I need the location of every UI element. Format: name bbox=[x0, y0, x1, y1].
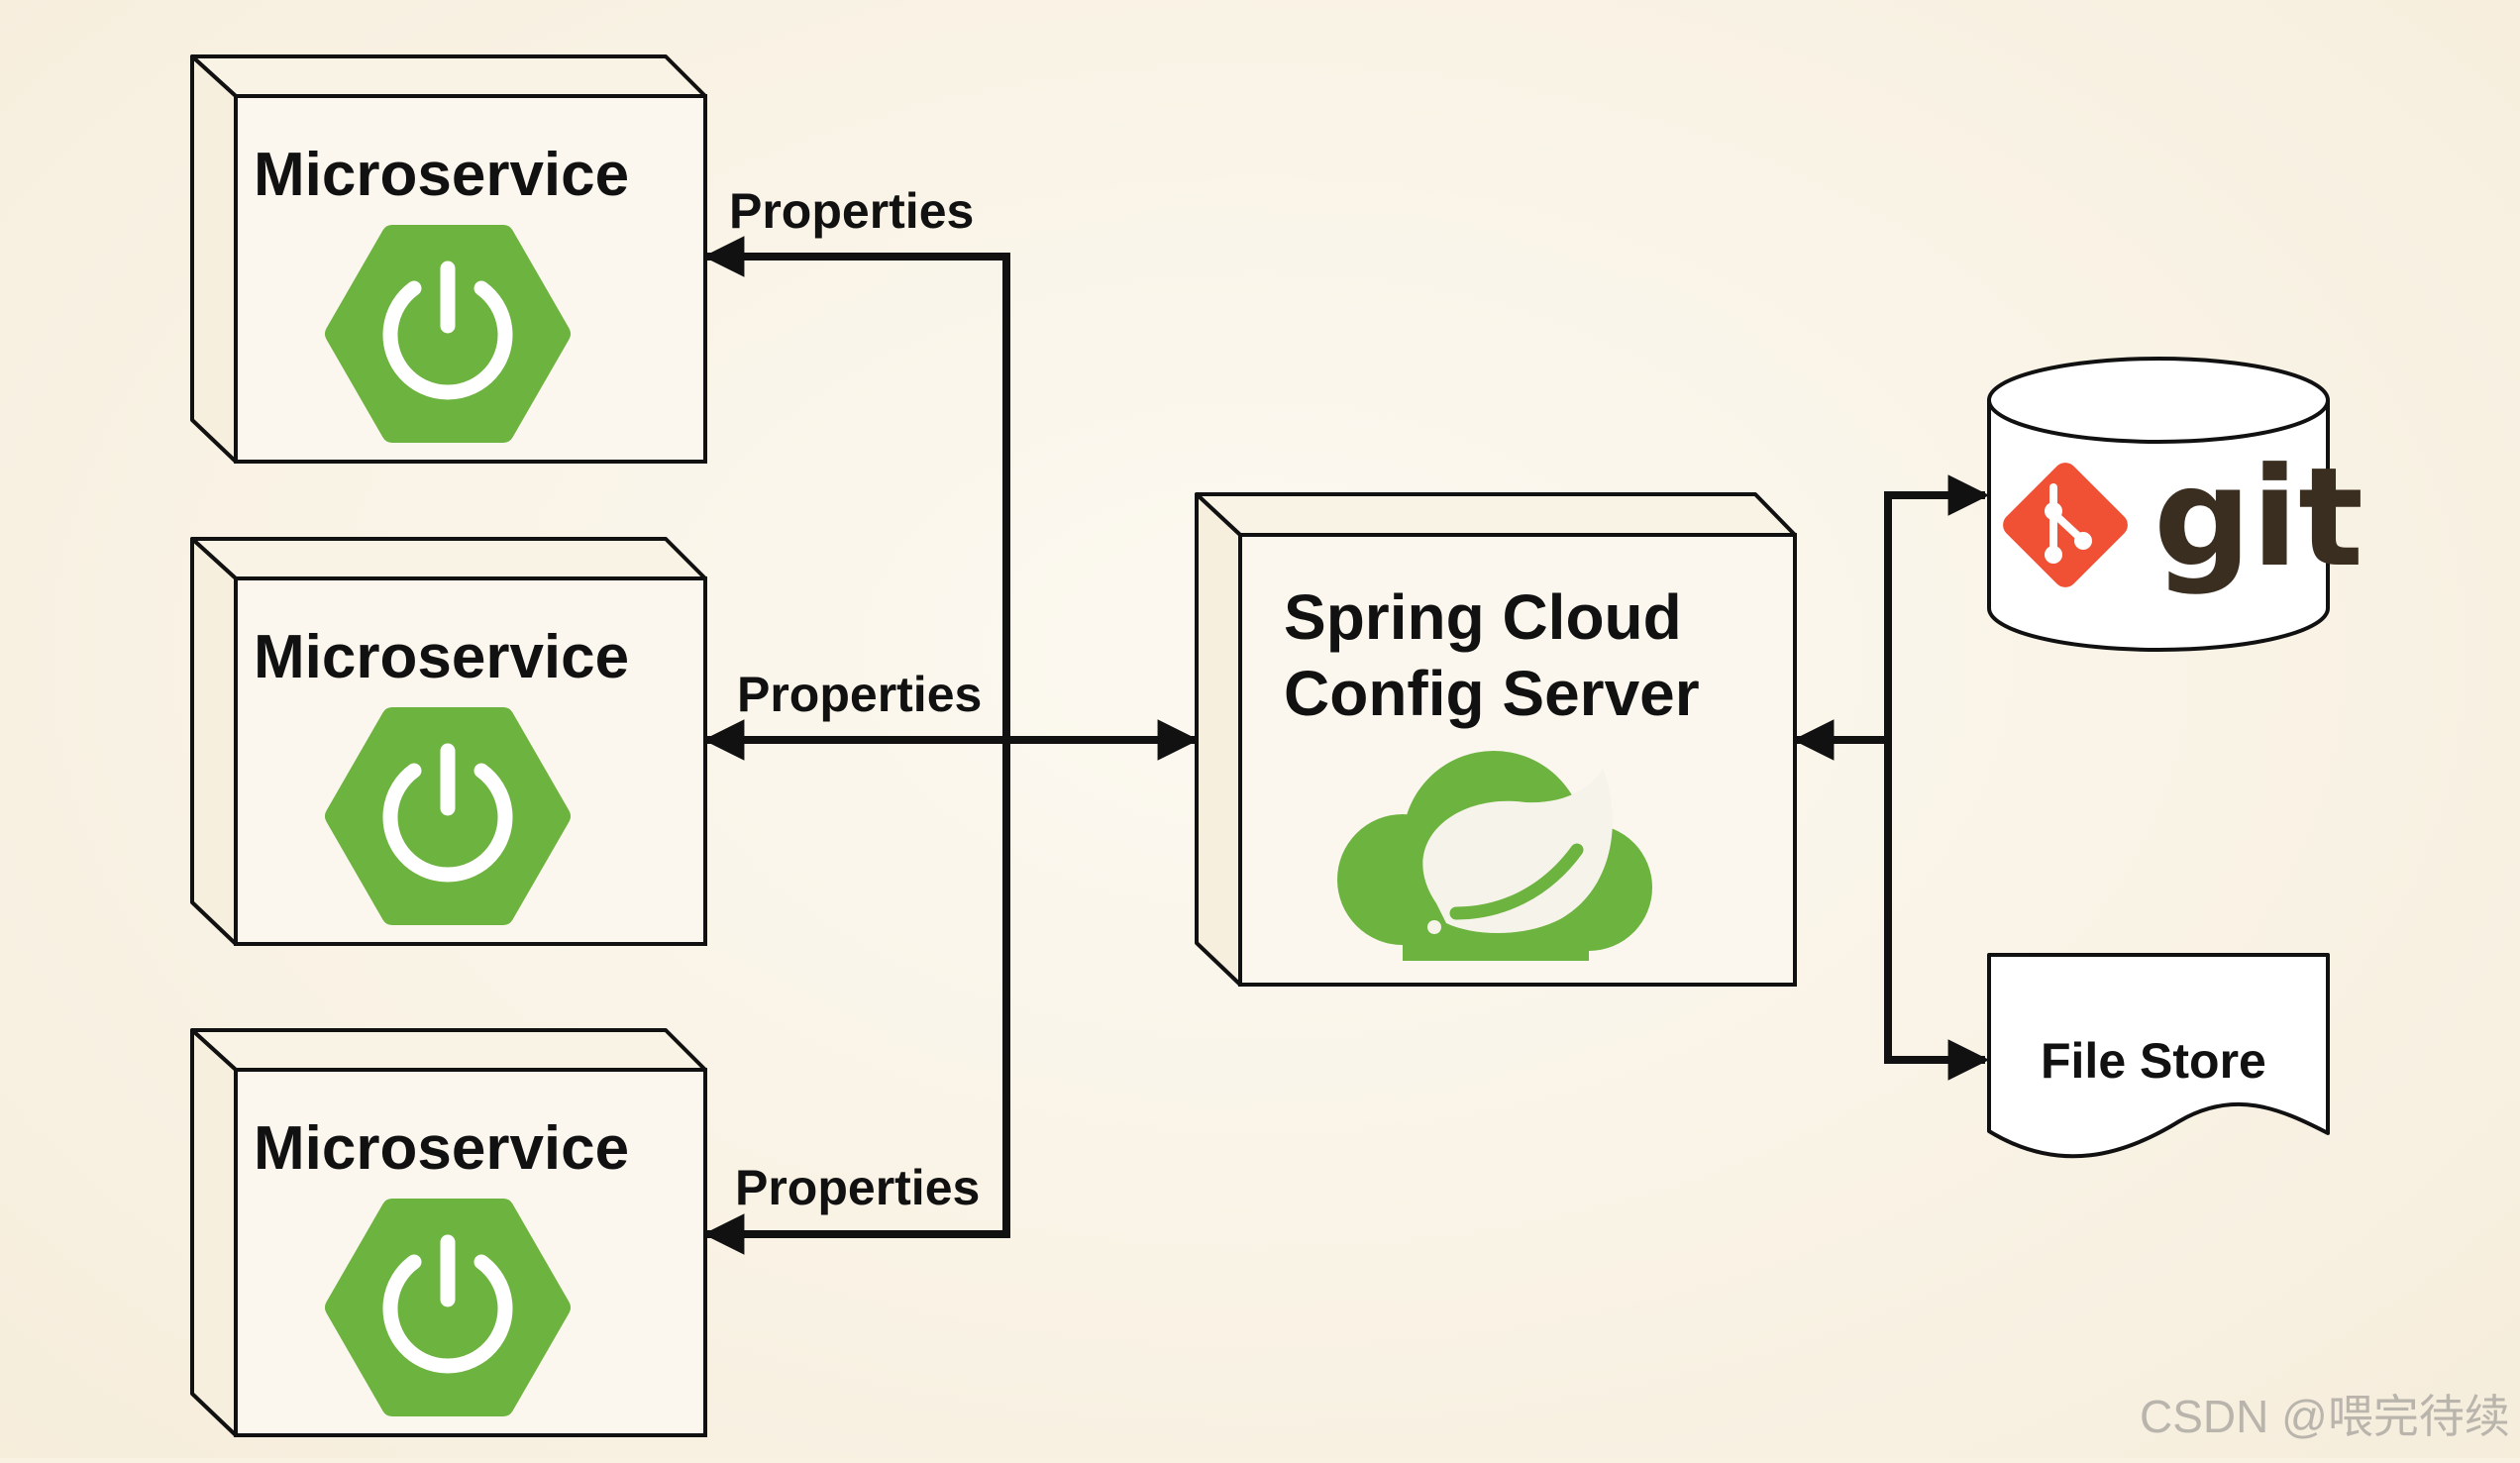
edge-label-properties-3: Properties bbox=[735, 1160, 980, 1215]
microservice-box-3: Microservice bbox=[190, 1028, 707, 1437]
file-store: File Store bbox=[1987, 953, 2330, 1159]
git-label: git bbox=[2153, 438, 2363, 597]
config-server-title-line1: Spring Cloud bbox=[1284, 581, 1682, 653]
edge-label-properties-2: Properties bbox=[737, 667, 982, 722]
properties-connectors: Properties Properties Properties bbox=[702, 183, 1200, 1255]
git-repository: git bbox=[1987, 357, 2363, 652]
backend-connectors bbox=[1792, 474, 1990, 1081]
microservice-title-2: Microservice bbox=[254, 623, 629, 691]
spring-boot-power-icon bbox=[325, 707, 571, 925]
spring-cloud-leaf-icon bbox=[1337, 751, 1652, 961]
config-server-box: Spring Cloud Config Server bbox=[1195, 492, 1797, 987]
config-server-title-line2: Config Server bbox=[1284, 658, 1700, 729]
file-store-label: File Store bbox=[2041, 1033, 2266, 1089]
edge-label-properties-1: Properties bbox=[729, 183, 974, 239]
git-logo-icon bbox=[2003, 463, 2128, 587]
spring-boot-power-icon bbox=[325, 1199, 571, 1416]
microservice-box-1: Microservice bbox=[190, 54, 707, 464]
spring-boot-power-icon bbox=[325, 225, 571, 443]
microservice-title-3: Microservice bbox=[254, 1114, 629, 1183]
microservice-box-2: Microservice bbox=[190, 537, 707, 946]
watermark-text: CSDN @喂完待续 bbox=[2140, 1391, 2510, 1442]
microservice-title-1: Microservice bbox=[254, 141, 629, 209]
